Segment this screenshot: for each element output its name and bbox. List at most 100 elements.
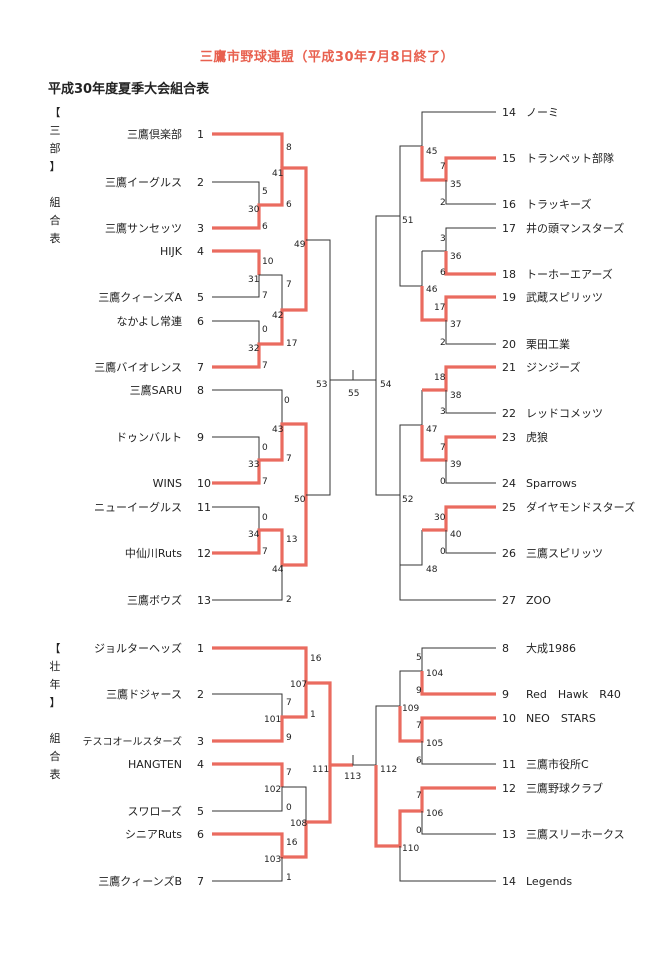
team-number: 12 <box>197 547 211 560</box>
team-number: 1 <box>197 128 204 141</box>
bracket-line <box>375 647 496 765</box>
team-number: 11 <box>502 758 516 771</box>
team-number: 14 <box>502 875 516 888</box>
score-value: 7 <box>440 162 446 172</box>
division2-label-char: 【 <box>49 642 61 655</box>
team-name: 三鷹市役所C <box>526 757 589 771</box>
score-value: 10 <box>262 257 274 267</box>
bracket-line <box>212 274 283 310</box>
team-number: 26 <box>502 547 516 560</box>
score-value: 7 <box>262 361 268 371</box>
score-value: 7 <box>286 768 292 778</box>
bracket-line <box>399 216 423 287</box>
game-number: 102 <box>264 785 281 795</box>
game-number: 105 <box>426 739 443 749</box>
game-number: 106 <box>426 809 443 819</box>
score-value: 17 <box>434 303 445 313</box>
division2-label: 【壮年】 組合表 <box>48 640 62 784</box>
game-number: 30 <box>248 205 260 215</box>
team-name: 三鷹スピリッツ <box>526 546 603 560</box>
team-number: 7 <box>197 875 204 888</box>
score-value: 30 <box>434 513 446 523</box>
team-name: NEO STARS <box>526 712 596 725</box>
team-number: 12 <box>502 782 516 795</box>
team-name: 三鷹クィーンズB <box>98 874 182 888</box>
team-number: 4 <box>197 758 204 771</box>
score-value: 0 <box>286 803 292 813</box>
score-value: 9 <box>286 733 292 743</box>
team-name: ドゥンバルト <box>116 431 182 444</box>
team-number: 16 <box>502 198 516 211</box>
game-number: 40 <box>450 530 462 540</box>
game-number: 111 <box>312 765 329 775</box>
team-name: ZOO <box>526 594 551 607</box>
division2-label-char: 壮 <box>49 660 61 673</box>
division1-label-char: 【 <box>49 106 61 119</box>
team-number: 6 <box>197 315 204 328</box>
team-name: ニューイーグルス <box>94 500 182 514</box>
division1-label-char: 組 <box>49 196 61 209</box>
game-number: 54 <box>380 380 392 390</box>
score-value: 7 <box>262 477 268 487</box>
score-value: 7 <box>286 280 292 290</box>
team-name: 三鷹スリーホークス <box>526 827 625 841</box>
team-name: 三鷹野球クラブ <box>526 781 603 795</box>
team-number: 20 <box>502 338 516 351</box>
team-number: 7 <box>197 361 204 374</box>
bracket-line <box>445 320 496 345</box>
team-name: ジンジーズ <box>526 360 580 374</box>
team-name: トラッキーズ <box>526 197 591 211</box>
team-number: 18 <box>502 268 516 281</box>
team-number: 6 <box>197 828 204 841</box>
division2-label-char: 年 <box>49 678 61 691</box>
team-number: 22 <box>502 407 516 420</box>
game-number: 39 <box>450 460 462 470</box>
team-name: Sparrows <box>526 477 577 490</box>
division2-label-char: 】 <box>49 696 61 709</box>
score-value: 7 <box>416 721 422 731</box>
game-number: 50 <box>294 495 306 505</box>
bracket-line <box>445 530 496 554</box>
team-name: スワローズ <box>128 804 182 818</box>
score-value: 0 <box>262 325 268 335</box>
bracket-line <box>399 565 496 601</box>
game-number: 46 <box>426 285 438 295</box>
team-number: 13 <box>502 828 516 841</box>
score-value: 7 <box>416 791 422 801</box>
bracket-line <box>399 495 423 566</box>
game-number: 41 <box>272 169 283 179</box>
game-number: 52 <box>402 495 413 505</box>
bracket-line <box>212 181 260 205</box>
game-number: 43 <box>272 425 283 435</box>
game-number: 104 <box>426 669 443 679</box>
score-value: 3 <box>440 407 446 417</box>
team-number: 1 <box>197 642 204 655</box>
bracket-line <box>421 741 496 765</box>
winner-path <box>374 765 496 848</box>
bracket-line <box>445 460 496 484</box>
team-name: なかよし常連 <box>117 314 182 328</box>
team-name: 三鷹サンセッツ <box>105 221 182 235</box>
team-number: 4 <box>197 245 204 258</box>
game-number: 47 <box>426 425 437 435</box>
team-name: 大成1986 <box>526 641 576 655</box>
team-number: 2 <box>197 688 204 701</box>
team-number: 24 <box>502 477 516 490</box>
team-number: 10 <box>197 477 211 490</box>
winner-path <box>212 240 308 369</box>
score-value: 0 <box>440 477 446 487</box>
game-number: 31 <box>248 275 259 285</box>
game-number: 110 <box>402 844 419 854</box>
team-name: トーホーエアーズ <box>526 267 613 281</box>
division1-label-char: 部 <box>49 142 61 155</box>
score-value: 5 <box>416 653 422 663</box>
game-number: 48 <box>426 565 438 575</box>
team-number: 25 <box>502 501 516 514</box>
winner-path <box>212 132 284 168</box>
division2-label-char: 合 <box>49 750 61 763</box>
division1-label-char: 三 <box>49 124 61 137</box>
game-number: 45 <box>426 147 437 157</box>
team-name: 中仙川Ruts <box>125 547 182 560</box>
team-number: 23 <box>502 431 516 444</box>
